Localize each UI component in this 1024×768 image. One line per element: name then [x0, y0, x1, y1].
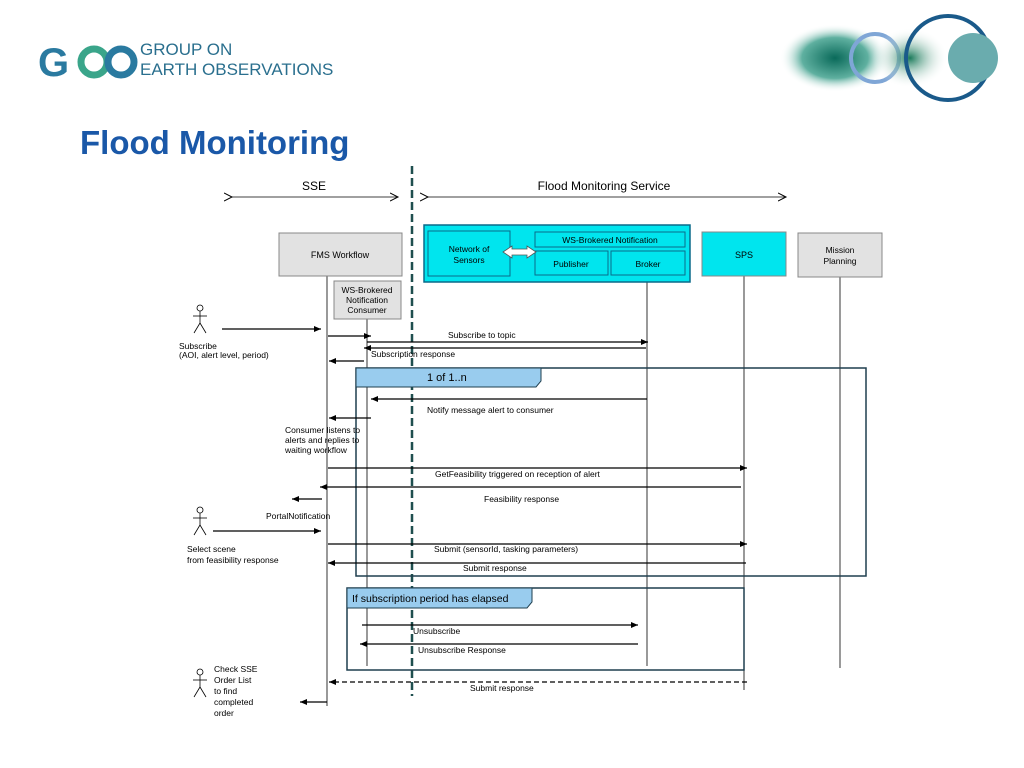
circle-solid	[948, 33, 998, 83]
frame-loop-tab	[355, 367, 542, 388]
actor-select-line2: from feasibility response	[187, 555, 279, 565]
message-portal-notification: PortalNotification	[266, 511, 331, 521]
box-consumer-line1: WS-Brokered	[341, 285, 392, 295]
message-feasibility-response: Feasibility response	[484, 494, 559, 504]
note-consumer-listens-line3: waiting workflow	[284, 445, 348, 455]
message-submit: Submit (sensorId, tasking parameters)	[434, 544, 578, 554]
domain-label-fms: Flood Monitoring Service	[538, 179, 671, 193]
message-unsubscribe-response: Unsubscribe Response	[418, 645, 506, 655]
box-fms-workflow: FMS Workflow	[278, 232, 403, 277]
svg-text:G: G	[38, 41, 69, 85]
message-unsubscribe: Unsubscribe	[413, 626, 461, 636]
box-sps: SPS	[701, 231, 787, 277]
message-subscription-response: Subscription response	[371, 349, 455, 359]
frame-loop	[355, 367, 867, 577]
frame-condition	[346, 587, 745, 671]
actor-check-line4: completed	[214, 697, 253, 707]
actor-select-line1: Select scene	[187, 544, 236, 554]
box-ws-notification-label: WS-Brokered Notification	[562, 235, 658, 245]
org-name-line1: GROUP ON	[140, 40, 233, 59]
box-consumer-line2: Notification	[346, 295, 388, 305]
actor-subscribe-line1: Subscribe	[179, 341, 217, 351]
actor-check-line1: Check SSE	[214, 664, 258, 674]
note-consumer-listens-line2: alerts and replies to	[285, 435, 359, 445]
box-sps-label: SPS	[735, 250, 753, 260]
page-title: Flood Monitoring	[80, 124, 350, 161]
message-submit-response-2: Submit response	[470, 683, 534, 693]
actor-icon	[193, 304, 207, 334]
message-getfeasibility: GetFeasibility triggered on reception of…	[435, 469, 601, 479]
circle-green	[780, 24, 890, 92]
note-consumer-listens-line1: Consumer listens to	[285, 425, 360, 435]
box-network-line1: Network of	[449, 244, 490, 254]
box-publisher-label: Publisher	[553, 259, 589, 269]
geo-logo-icon: G	[38, 41, 138, 85]
message-submit-response-1: Submit response	[463, 563, 527, 573]
actor-check-line5: order	[214, 708, 234, 718]
box-fms-group: Network of Sensors WS-Brokered Notificat…	[423, 224, 691, 283]
actor-check-line3: to find	[214, 686, 237, 696]
actor-subscribe-line2: (AOI, alert level, period)	[179, 350, 269, 360]
box-fms-workflow-label: FMS Workflow	[311, 250, 370, 260]
frame-loop-label: 1 of 1..n	[427, 372, 467, 384]
org-name-line2: EARTH OBSERVATIONS	[140, 60, 334, 79]
box-mission-line1: Mission	[826, 245, 855, 255]
box-network	[427, 230, 511, 277]
message-subscribe-topic: Subscribe to topic	[448, 330, 516, 340]
frame-condition-label: If subscription period has elapsed	[352, 593, 509, 605]
actor-check-line2: Order List	[214, 675, 252, 685]
box-mission: Mission Planning	[797, 232, 883, 278]
message-notify: Notify message alert to consumer	[427, 405, 554, 415]
box-ws-notification	[534, 231, 686, 248]
box-publisher	[534, 250, 609, 276]
actor-icon	[193, 668, 207, 698]
org-name: GROUP ON EARTH OBSERVATIONS	[140, 40, 333, 80]
box-consumer: WS-Brokered Notification Consumer	[333, 280, 402, 320]
box-broker-label: Broker	[635, 259, 660, 269]
decorative-circles	[780, 14, 998, 102]
circle-glow	[872, 28, 948, 88]
frame-condition-tab	[346, 587, 533, 609]
box-mission-line2: Planning	[823, 256, 856, 266]
box-network-line2: Sensors	[453, 255, 484, 265]
box-broker	[610, 250, 686, 276]
domain-label-sse: SSE	[302, 179, 326, 193]
double-arrow-icon	[502, 245, 537, 259]
actor-icon	[193, 506, 207, 536]
box-consumer-line3: Consumer	[347, 305, 386, 315]
